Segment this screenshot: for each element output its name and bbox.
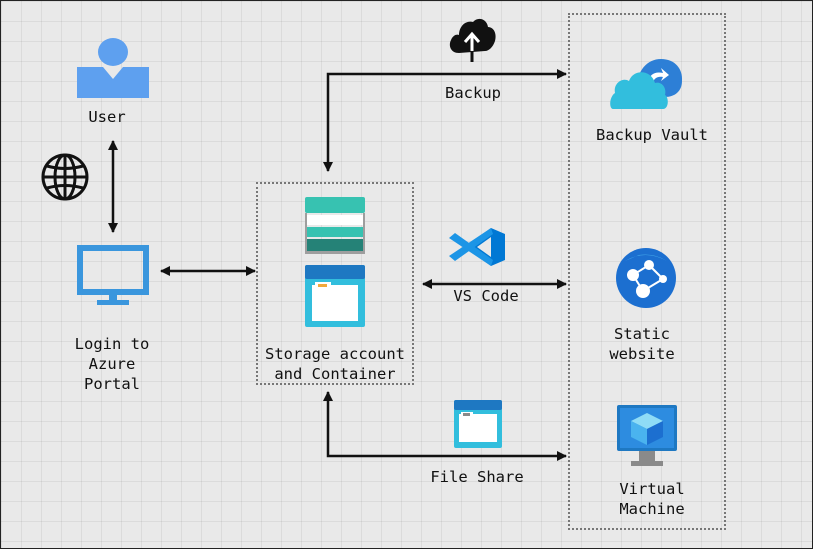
fileshare-label: File Share [430, 468, 524, 486]
website-label: Static website [609, 325, 675, 363]
arrow-storage-vault [323, 69, 567, 172]
storage-label: Storage account and Container [265, 345, 405, 383]
cloud-upload-icon [449, 18, 496, 62]
file-share-icon [454, 400, 502, 448]
monitor-icon [77, 245, 149, 305]
storage-container-icon [305, 265, 365, 327]
vscode-icon [449, 228, 505, 266]
backup-vault-icon [610, 59, 683, 109]
static-website-icon [616, 248, 676, 308]
storage-table-icon [305, 197, 365, 254]
vault-label: Backup Vault [596, 126, 708, 144]
arrow-storage-vm [323, 391, 567, 461]
user-label: User [88, 108, 126, 126]
vm-label: Virtual Machine [619, 480, 685, 518]
virtual-machine-icon [617, 405, 677, 466]
portal-label: Login to Azure Portal [74, 335, 150, 393]
user-icon [77, 38, 149, 98]
storage-group [256, 182, 414, 385]
globe-icon [41, 153, 89, 201]
vscode-label: VS Code [453, 287, 519, 305]
services-group [568, 13, 726, 530]
backup-label: Backup [445, 84, 501, 102]
